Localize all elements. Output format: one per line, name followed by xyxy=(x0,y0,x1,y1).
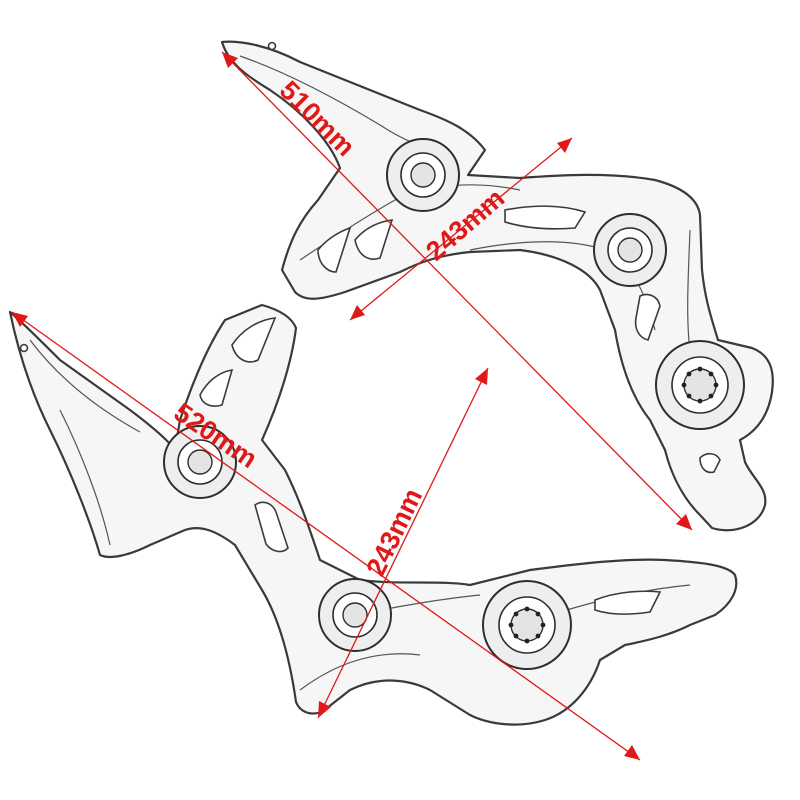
lower-boss-1 xyxy=(163,425,237,499)
dimension-lower-width xyxy=(317,367,489,719)
lower-mount-hole xyxy=(19,343,29,353)
upper-boss-3 xyxy=(655,340,745,430)
label-lower-width: 243mm xyxy=(360,484,428,581)
lower-boss-3 xyxy=(482,580,572,670)
dimension-upper-width xyxy=(349,137,573,321)
upper-frame-cover xyxy=(220,40,774,532)
upper-boss-2 xyxy=(593,213,667,287)
dimension-upper-length xyxy=(221,51,693,531)
lower-boss-2 xyxy=(318,578,392,652)
upper-boss-1 xyxy=(386,138,460,212)
upper-mount-hole xyxy=(267,41,277,51)
lower-frame-cover xyxy=(8,303,738,726)
dimension-lower-length xyxy=(11,311,641,761)
